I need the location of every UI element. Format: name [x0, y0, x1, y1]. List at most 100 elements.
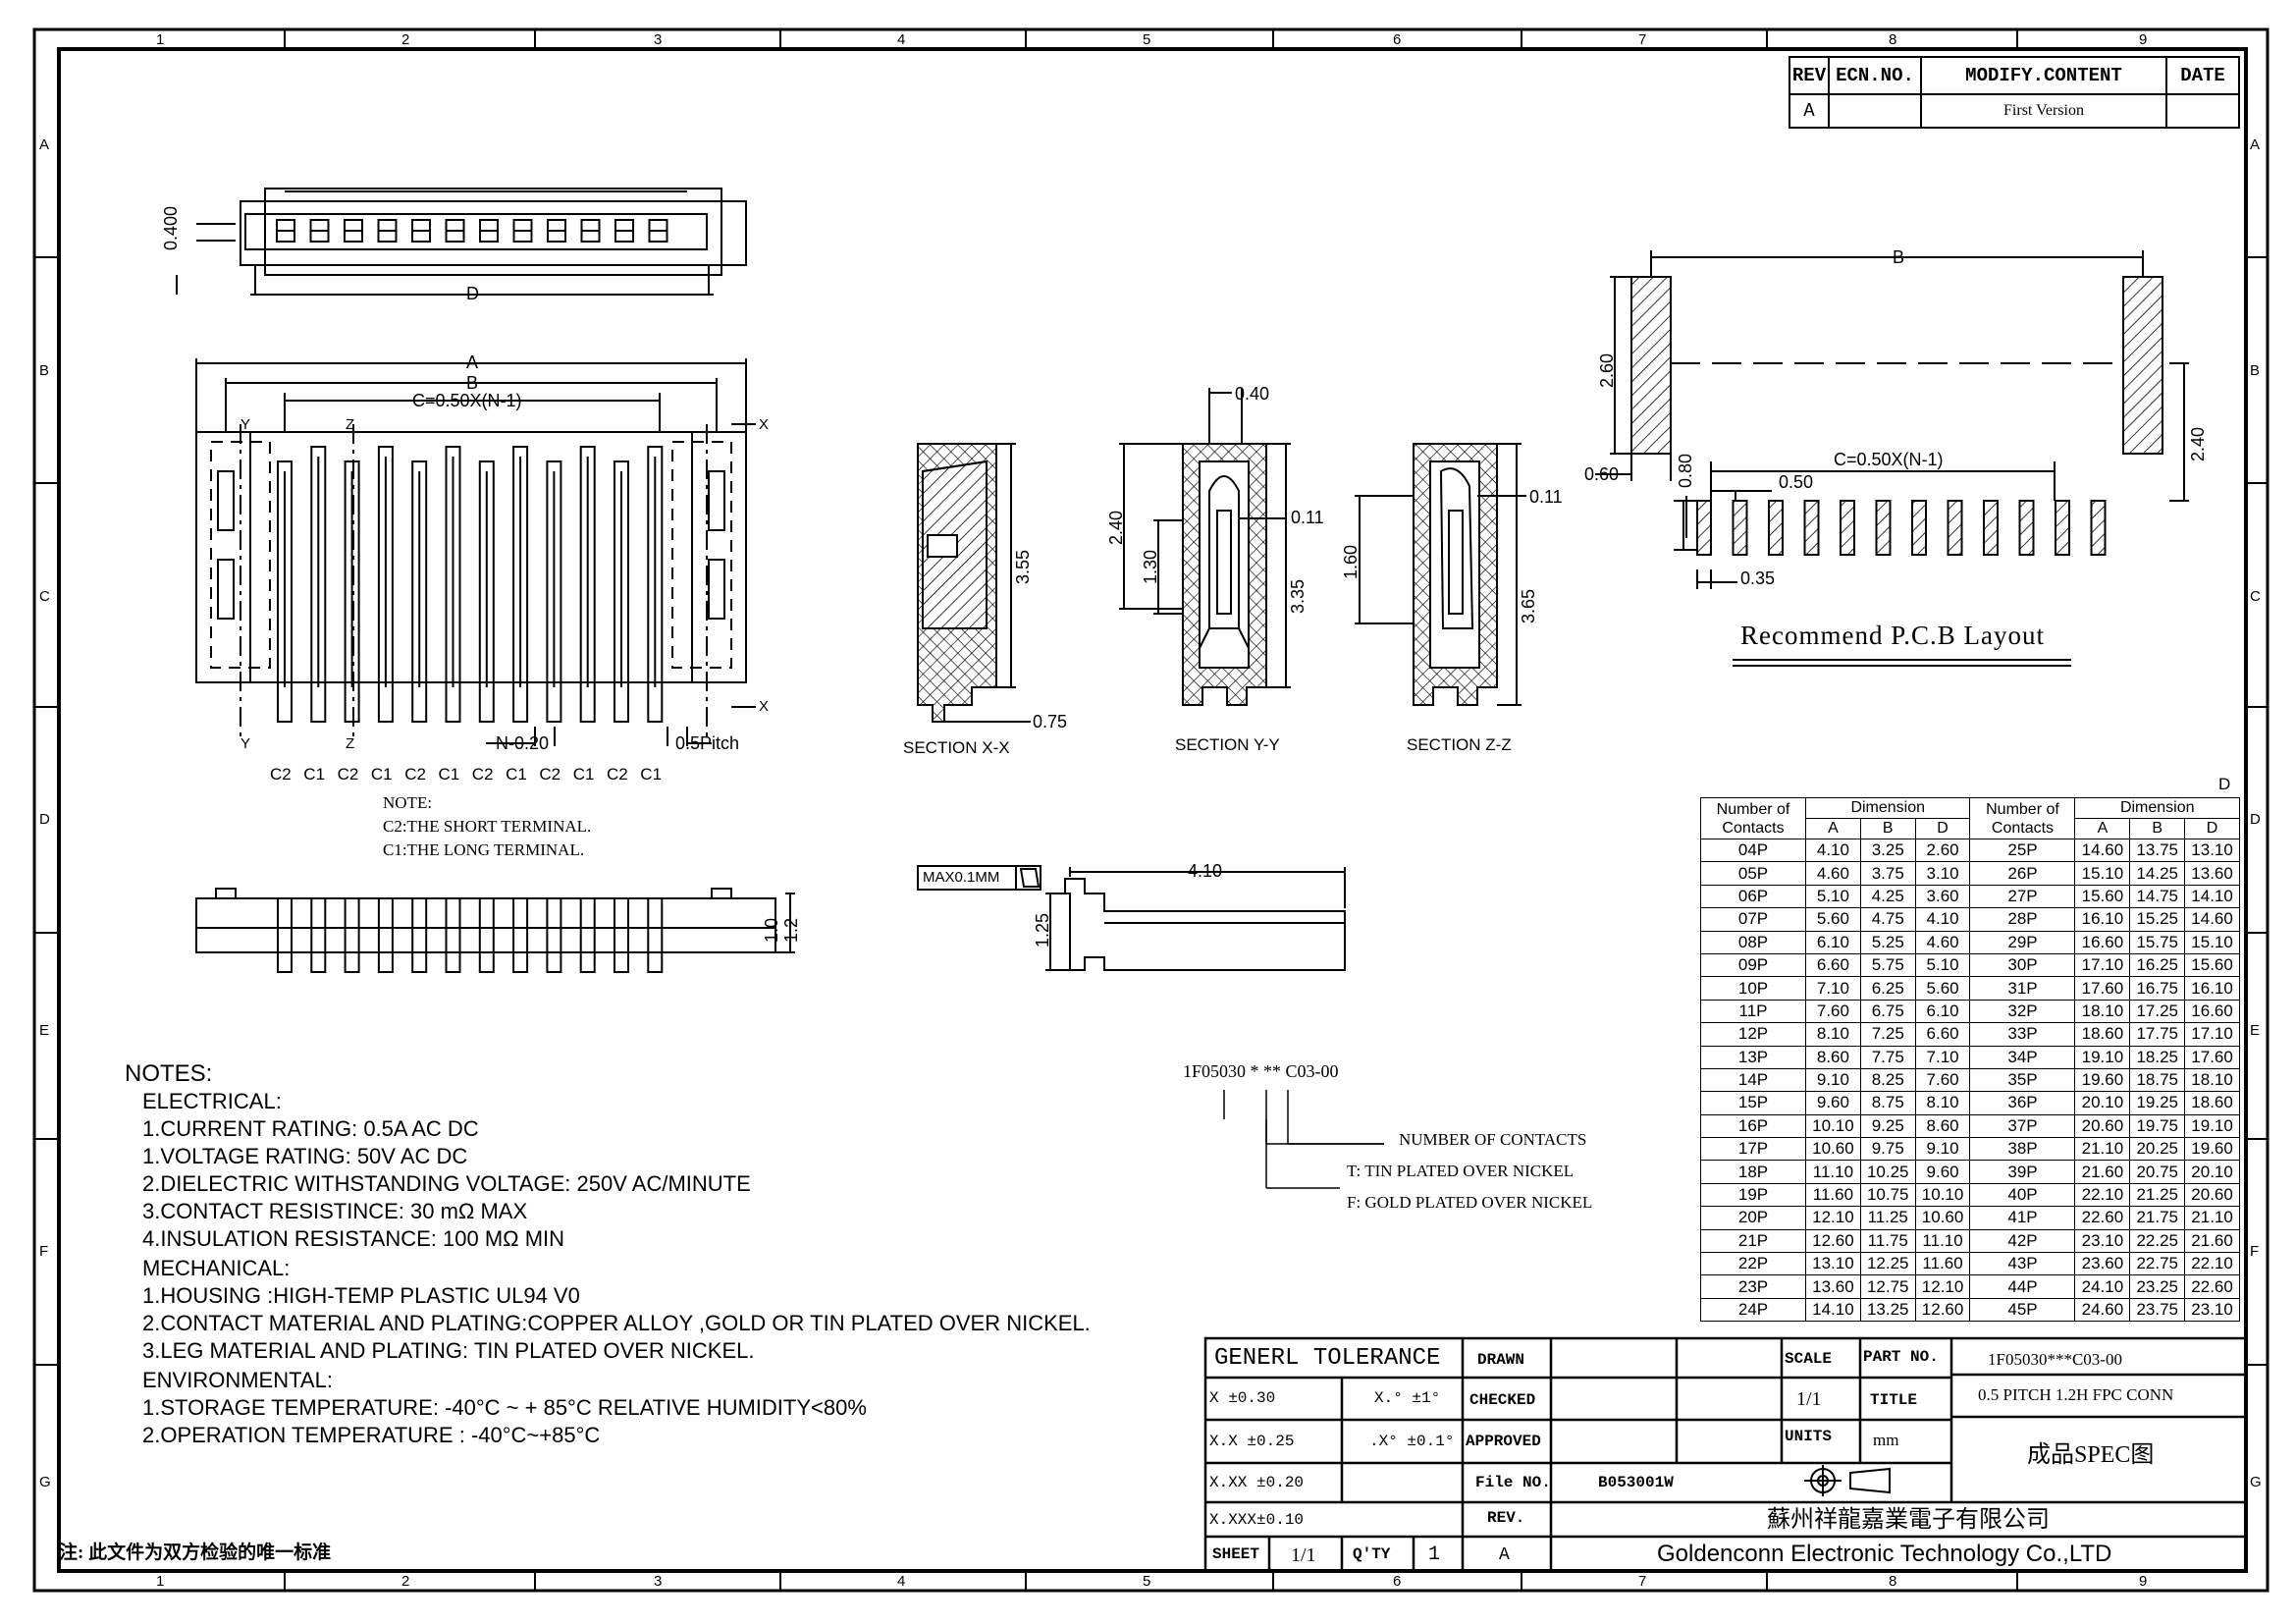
notes-title: NOTES: — [125, 1060, 213, 1087]
contacts-cell: 23P — [1700, 1274, 1806, 1299]
dimension-cell: 17.75 — [2129, 1022, 2186, 1047]
pcb-pad-outline — [1983, 500, 1999, 556]
contacts-cell: 28P — [1969, 907, 2076, 932]
contacts-cell: 35P — [1969, 1067, 2076, 1093]
checked-label: CHECKED — [1469, 1391, 1536, 1409]
top-dim-d: D — [466, 284, 479, 303]
contacts-cell: 21P — [1700, 1228, 1806, 1254]
contacts-cell: 41P — [1969, 1206, 2076, 1230]
contacts-cell: 07P — [1700, 907, 1806, 932]
front-mark-x-top: X — [759, 416, 770, 433]
dimension-cell: 4.75 — [1859, 907, 1916, 932]
dimension-cell: 14.60 — [2074, 838, 2131, 863]
revision-table: REV ECN.NO. MODIFY.CONTENT DATE A First … — [1789, 56, 2240, 129]
contacts-cell: 30P — [1969, 952, 2076, 978]
front-mark-x-bottom: X — [759, 698, 770, 715]
dimension-cell: 9.60 — [1914, 1160, 1971, 1184]
dimension-cell: 15.25 — [2129, 907, 2186, 932]
contacts-cell: 06P — [1700, 884, 1806, 909]
section-x-height: 3.55 — [1013, 549, 1033, 584]
company-name-cn: 蘇州祥龍嘉業電子有限公司 — [1767, 1507, 2050, 1533]
dimension-cell: 4.25 — [1859, 884, 1916, 909]
zone-col-bottom: 8 — [1889, 1573, 1897, 1590]
section-z-d1: 1.60 — [1341, 544, 1361, 579]
contacts-cell: 15P — [1700, 1091, 1806, 1115]
dimension-cell: 4.10 — [1805, 838, 1861, 863]
terminal-long — [310, 446, 327, 723]
dimension-cell: 22.25 — [2129, 1228, 2186, 1254]
front-dim-b: B — [466, 373, 479, 393]
dimension-cell: 20.75 — [2129, 1160, 2186, 1184]
zone-col-top: 7 — [1638, 31, 1647, 48]
dimension-cell: 5.25 — [1859, 930, 1916, 954]
section-x-title: SECTION X-X — [903, 738, 1010, 757]
pcb-pad-outline — [2090, 500, 2107, 556]
side-leg — [546, 897, 562, 973]
dimension-cell: 20.10 — [2184, 1160, 2240, 1184]
dimension-cell: 14.25 — [2129, 861, 2186, 886]
dimension-cell: 14.75 — [2129, 884, 2186, 909]
dimension-cell: 24.10 — [2074, 1274, 2131, 1299]
pcb-pad — [1875, 500, 1892, 556]
mechanical-item: 3.LEG MATERIAL AND PLATING: TIN PLATED O… — [142, 1338, 755, 1363]
section-y-view — [1119, 388, 1291, 706]
zone-col-bottom: 3 — [654, 1573, 663, 1590]
section-y-top: 0.40 — [1235, 384, 1270, 404]
dimension-cell: 8.10 — [1805, 1022, 1861, 1047]
zone-col-bottom: 6 — [1393, 1573, 1402, 1590]
tol-row2-right: .X° ±0.1° — [1369, 1433, 1455, 1450]
file-no-value: B053001W — [1598, 1474, 1674, 1491]
pcb-pad — [2018, 500, 2035, 556]
side-dim-2: 1.2 — [781, 917, 801, 943]
dimension-cell: 9.10 — [1805, 1067, 1861, 1093]
dimension-cell: 6.25 — [1859, 976, 1916, 1001]
dimension-cell: 6.60 — [1914, 1022, 1971, 1047]
tol-row1-right: X.° ±1° — [1374, 1389, 1441, 1407]
side-leg — [579, 897, 596, 973]
dimension-cell: 23.10 — [2184, 1297, 2240, 1323]
legend-gold-plated: F: GOLD PLATED OVER NICKEL — [1347, 1193, 1593, 1212]
dimension-cell: 19.60 — [2184, 1137, 2240, 1162]
terminal-label: C1 — [438, 765, 460, 784]
dimension-cell: 21.60 — [2184, 1228, 2240, 1254]
contacts-cell: 44P — [1969, 1274, 2076, 1299]
pcb-pad-outline — [1875, 500, 1892, 556]
dimension-cell: 16.25 — [2129, 952, 2186, 978]
terminal-label: C2 — [471, 765, 494, 784]
dimension-cell: 5.60 — [1914, 976, 1971, 1001]
pcb-pad-outline — [1840, 500, 1855, 556]
dimension-cell: 11.75 — [1859, 1228, 1916, 1254]
contacts-cell: 20P — [1700, 1206, 1806, 1230]
side-leg — [344, 897, 360, 973]
terminal-short — [614, 460, 629, 723]
pcb-pad — [1696, 500, 1712, 556]
section-z-height: 3.65 — [1519, 588, 1538, 623]
dimension-cell: 11.10 — [1914, 1228, 1971, 1254]
third-angle-projection-symbol — [1804, 1465, 1891, 1496]
pcb-pad-outline — [2018, 500, 2035, 556]
dimension-cell: 15.60 — [2184, 952, 2240, 978]
rev-label: REV. — [1487, 1509, 1525, 1527]
dimension-cell: 8.25 — [1859, 1067, 1916, 1093]
environmental-title: ENVIRONMENTAL: — [142, 1368, 333, 1392]
terminal-long — [647, 446, 664, 723]
contacts-cell: 26P — [1969, 861, 2076, 886]
dimension-cell: 10.60 — [1805, 1137, 1861, 1162]
terminal-short — [478, 460, 495, 723]
dimension-cell: 12.75 — [1859, 1274, 1916, 1299]
title-value: 0.5 PITCH 1.2H FPC CONN — [1978, 1385, 2174, 1404]
electrical-item: 4.INSULATION RESISTANCE: 100 MΩ MIN — [142, 1226, 565, 1251]
side-leg — [310, 897, 327, 973]
zone-col-top: 8 — [1889, 31, 1897, 48]
zone-row-right: B — [2250, 362, 2261, 379]
terminal-label: C1 — [370, 765, 393, 784]
dimension-cell: 20.10 — [2074, 1091, 2131, 1115]
pcb-pad-outline — [1768, 500, 1784, 556]
sub-b-right: B — [2129, 818, 2186, 839]
